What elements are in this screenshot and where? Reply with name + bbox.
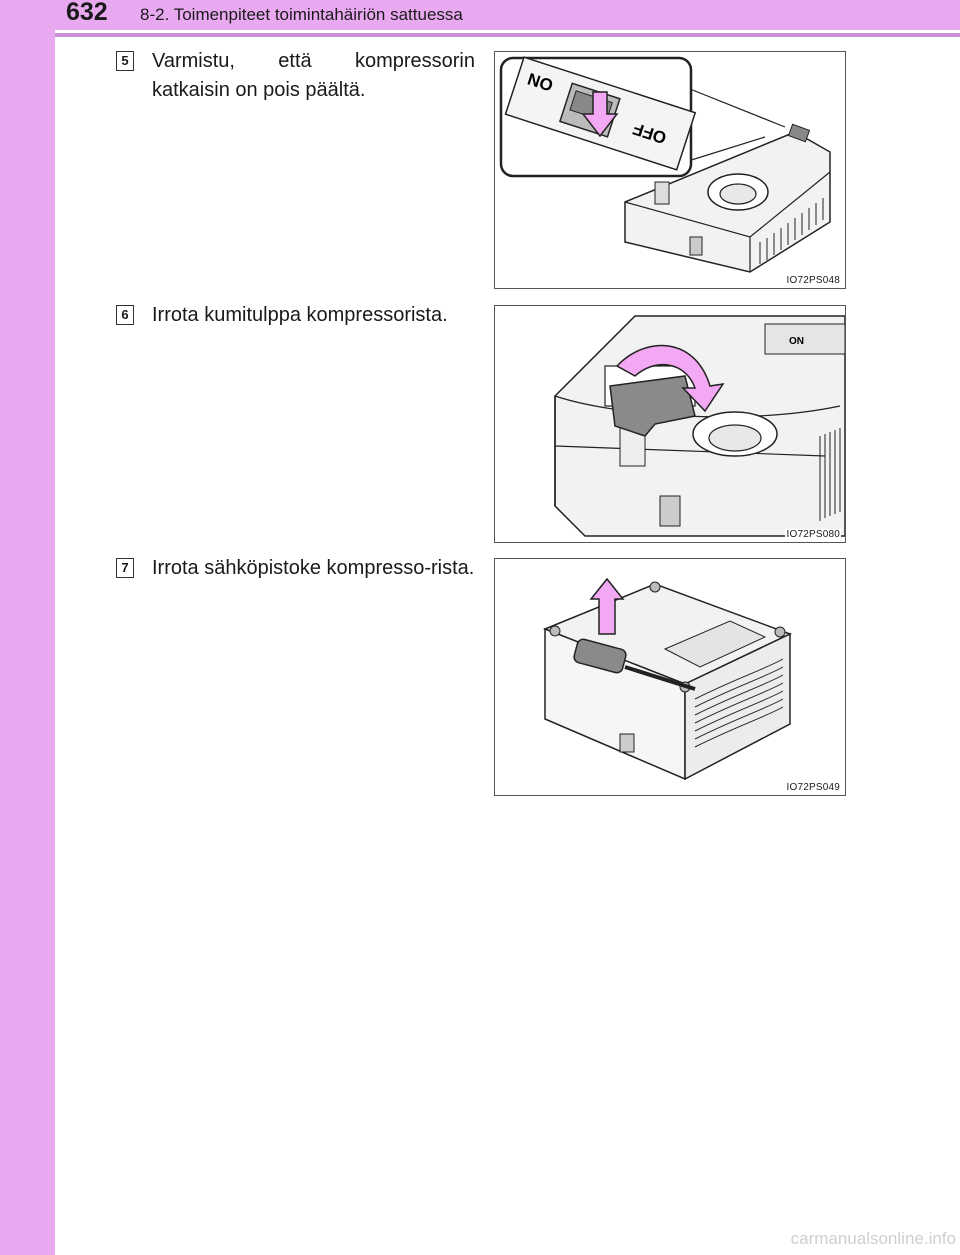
step-number-7: 7 (116, 558, 134, 578)
section-title: 8-2. Toimenpiteet toimintahäiriön sattue… (140, 5, 463, 24)
side-color-band (0, 0, 55, 1255)
footer-watermark: carmanualsonline.info (790, 1229, 956, 1248)
rubber-plug (609, 375, 696, 437)
figure-code: IO72PS049 (785, 782, 841, 793)
power-plug (573, 638, 627, 674)
header-rule (55, 33, 960, 37)
top-color-band (0, 0, 960, 30)
figure-power-plug: IO72PS049 (494, 558, 846, 796)
rubber-plug-illustration: ON (554, 315, 845, 537)
step-text-7: Irrota sähköpistoke kompresso-rista. (152, 557, 475, 579)
step-text-6: Irrota kumitulppa kompressorista. (152, 304, 448, 326)
page-number: 632 (66, 0, 108, 26)
step-number-5: 5 (116, 51, 134, 71)
figure-compressor-switch: ON OFF IO72PS048 (494, 51, 846, 289)
power-plug-illustration (542, 577, 792, 781)
figure-code: IO72PS080 (785, 529, 841, 540)
step-number-6: 6 (116, 305, 134, 325)
lift-curved-arrow (615, 344, 725, 413)
on-label: ON (789, 336, 804, 347)
step-text-5: Varmistu, että kompressorin katkaisin on… (152, 50, 475, 101)
figure-rubber-plug: ON IO72PS080 (494, 305, 846, 543)
pull-up-arrow (589, 577, 625, 635)
press-down-arrow (581, 91, 619, 138)
figure-code: IO72PS048 (785, 275, 841, 286)
compressor-switch-illustration: ON OFF (499, 56, 831, 273)
